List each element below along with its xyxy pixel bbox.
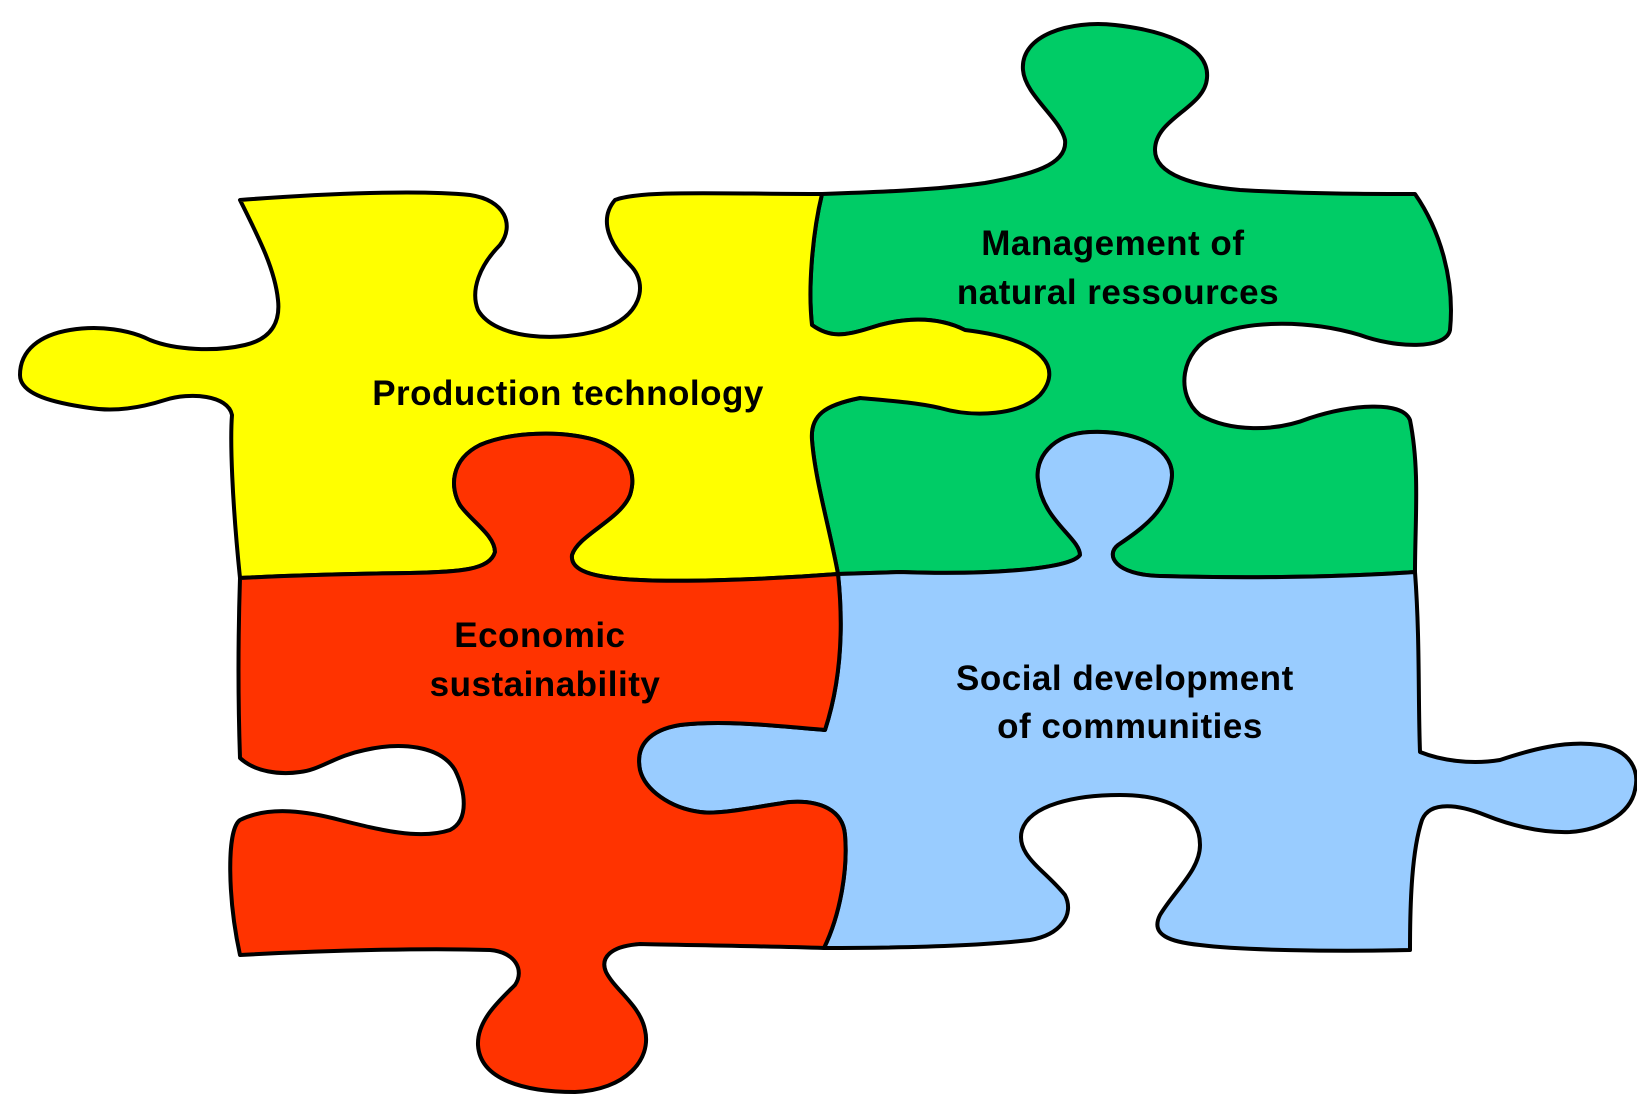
social-label-line-2: of communities — [997, 707, 1263, 746]
management-label-line-1: Management of — [981, 224, 1244, 263]
piece-management: Management of natural ressources — [808, 22, 1453, 580]
economic-label-line-1: Economic — [454, 616, 625, 655]
piece-economic: Economic sustainability — [228, 431, 848, 1094]
management-label: Management of natural ressources — [957, 224, 1279, 312]
piece-economic-shape — [228, 431, 848, 1094]
economic-label: Economic sustainability — [430, 616, 661, 704]
social-label-line-1: Social development — [956, 659, 1294, 698]
piece-social: Social development of communities — [637, 429, 1637, 953]
production-label: Production technology — [372, 374, 764, 413]
economic-label-line-2: sustainability — [430, 665, 661, 704]
social-label: Social development of communities — [956, 659, 1304, 746]
management-label-line-2: natural ressources — [957, 273, 1279, 312]
